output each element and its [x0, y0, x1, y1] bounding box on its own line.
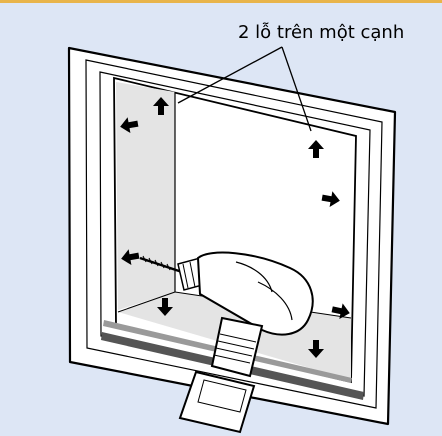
arrow-left-icon	[120, 117, 139, 134]
window-frame-bevel-2	[99, 71, 371, 397]
left-jamb-shade	[116, 82, 175, 310]
window-frame-bevel-1	[85, 59, 383, 409]
arrow-up-icon	[153, 97, 169, 115]
top-accent-band	[0, 0, 442, 3]
power-drill-icon	[139, 251, 314, 434]
callout-label: 2 lỗ trên một cạnh	[238, 22, 404, 43]
arrow-down-icon	[157, 298, 173, 316]
arrow-down-icon	[308, 340, 324, 358]
arrow-up-icon	[308, 140, 324, 158]
callout-leader-left	[177, 46, 283, 104]
arrow-right-icon	[331, 303, 350, 320]
callout-leader-right	[281, 46, 312, 132]
arrow-left-icon	[121, 249, 140, 266]
sill-edge-line	[117, 291, 176, 313]
arrow-right-icon	[321, 191, 340, 208]
